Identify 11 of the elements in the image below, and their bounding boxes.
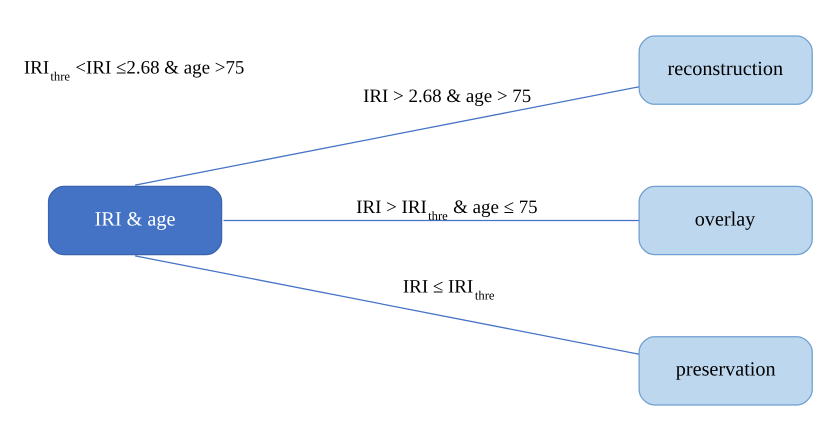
node-box: reconstruction: [638, 34, 813, 104]
edge-label: IRI > IRI$_{thre}$ & age ≤ 75: [356, 196, 538, 222]
edge-label: IRI ≤ IRI$_{thre}$: [402, 276, 495, 302]
connector: [134, 86, 639, 186]
node-box: preservation: [638, 336, 813, 406]
node-box: overlay: [638, 185, 813, 255]
edge-label: IRI > 2.68 & age > 75: [363, 85, 532, 106]
connector: [134, 254, 639, 354]
node-box: IRI & age: [48, 185, 222, 255]
label: IRI$_{thre}$ <IRI ≤2.68 & age >75: [24, 56, 244, 83]
connector: [224, 219, 639, 221]
